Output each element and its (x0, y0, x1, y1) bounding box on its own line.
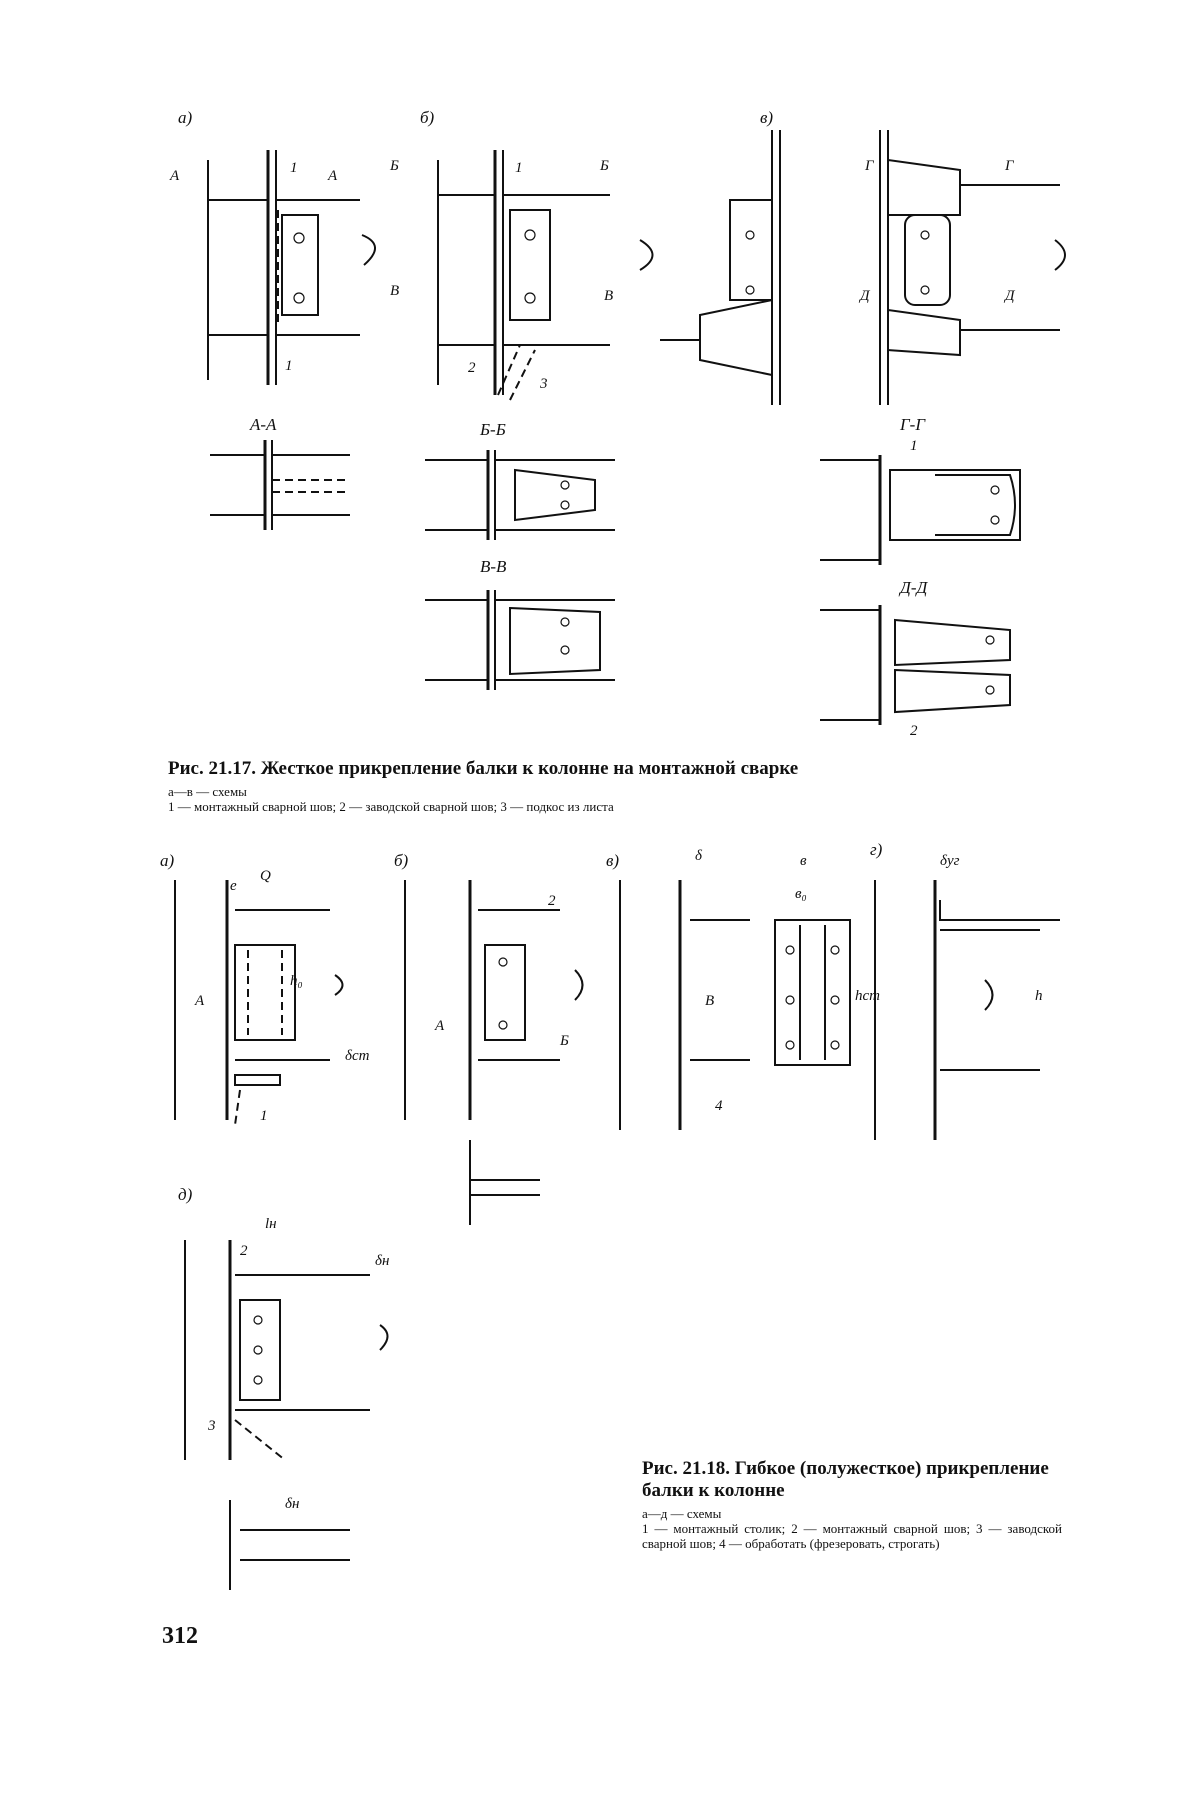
fig-21-18-panel-b: б) 2 А Б (394, 851, 584, 1225)
section-g-g: Г-Г 1 (820, 415, 1021, 565)
section-a-a: А-А (210, 415, 350, 530)
svg-text:Б: Б (389, 158, 399, 174)
svg-text:δуг: δуг (940, 853, 960, 869)
section-v-v: В-В (425, 557, 615, 690)
fig-21-17-panel-v: в) Г Г Д Д (660, 108, 1066, 405)
fig18-panel-label-d: д) (178, 1185, 193, 1204)
fig-21-18-panel-d: д) lн δн 2 3 δн (178, 1185, 389, 1590)
fig18-panel-label-v: в) (606, 851, 619, 870)
svg-text:Б: Б (559, 1033, 569, 1049)
svg-text:А: А (327, 168, 338, 184)
figure-21-18-caption: Рис. 21.18. Гибкое (полужесткое) прикреп… (642, 1458, 1062, 1551)
page-number: 312 (162, 1623, 198, 1649)
svg-text:Г: Г (1004, 158, 1015, 174)
fig18-panel-label-g: г) (870, 840, 883, 859)
section-label-g-g: Г-Г (899, 415, 926, 434)
svg-text:2: 2 (548, 893, 556, 909)
svg-text:lн: lн (265, 1216, 277, 1232)
fig18-panel-label-a: а) (160, 851, 175, 870)
svg-text:4: 4 (715, 1098, 723, 1114)
section-label-v-v: В-В (480, 557, 507, 576)
panel-label-a: а) (178, 108, 193, 127)
svg-text:2: 2 (468, 360, 476, 376)
section-label-a-a: А-А (249, 415, 277, 434)
figure-21-17-caption: Рис. 21.17. Жесткое прикрепление балки к… (168, 758, 968, 814)
svg-text:Q: Q (260, 868, 271, 884)
svg-text:Б: Б (599, 158, 609, 174)
svg-text:δн: δн (285, 1496, 299, 1512)
svg-text:1: 1 (290, 160, 298, 176)
svg-text:e: e (230, 878, 237, 894)
section-d-d: Д-Д 2 (820, 578, 1011, 739)
panel-label-b: б) (420, 108, 435, 127)
figure-21-17-legend: а—в — схемы (168, 784, 247, 799)
svg-text:h₀: h₀ (290, 973, 303, 989)
svg-text:3: 3 (539, 376, 548, 392)
panel-label-v: в) (760, 108, 773, 127)
svg-text:Г: Г (864, 158, 875, 174)
svg-text:2: 2 (240, 1243, 248, 1259)
svg-text:В: В (604, 288, 613, 304)
fig-21-18-panel-g: г) δуг h (870, 840, 1060, 1140)
figure-21-18-items: 1 — монтажный столик; 2 — монтажный свар… (642, 1521, 1062, 1551)
svg-text:А: А (434, 1018, 445, 1034)
svg-text:3: 3 (207, 1418, 216, 1434)
svg-text:1: 1 (285, 358, 293, 374)
fig-21-18-panel-v: в) δ В 4 в в₀ hст (606, 848, 880, 1130)
svg-text:h: h (1035, 988, 1043, 1004)
figure-21-17-title: Рис. 21.17. Жесткое прикрепление балки к… (168, 758, 799, 779)
svg-text:в: в (800, 853, 807, 869)
svg-text:А: А (169, 168, 180, 184)
svg-text:2: 2 (910, 723, 918, 739)
svg-text:δн: δн (375, 1253, 389, 1269)
fig-21-17-panel-a: а) А А 1 1 (169, 108, 376, 385)
svg-text:1: 1 (910, 438, 918, 454)
section-label-b-b: Б-Б (479, 420, 506, 439)
figure-21-17-items: 1 — монтажный сварной шов; 2 — заводской… (168, 799, 614, 814)
svg-text:В: В (390, 283, 399, 299)
svg-text:Д: Д (1003, 288, 1016, 304)
svg-text:1: 1 (515, 160, 523, 176)
svg-text:δ: δ (695, 848, 703, 864)
fig18-panel-label-b: б) (394, 851, 409, 870)
svg-text:А: А (194, 993, 205, 1009)
fig-21-17-panel-b: б) Б Б В В 1 2 3 (389, 108, 654, 401)
svg-text:В: В (705, 993, 714, 1009)
svg-text:hст: hст (855, 988, 880, 1004)
fig-21-18-panel-a: а) e Q h₀ δст А 1 (160, 851, 370, 1126)
svg-text:δст: δст (345, 1048, 370, 1064)
figure-21-18-legend: а—д — схемы (642, 1506, 722, 1521)
figure-21-18-title: Рис. 21.18. Гибкое (полужесткое) прикреп… (642, 1458, 1049, 1501)
svg-text:в₀: в₀ (795, 886, 807, 902)
svg-text:1: 1 (260, 1108, 268, 1124)
svg-text:Д: Д (858, 288, 871, 304)
section-b-b: Б-Б (425, 420, 615, 540)
section-label-d-d: Д-Д (898, 578, 928, 597)
